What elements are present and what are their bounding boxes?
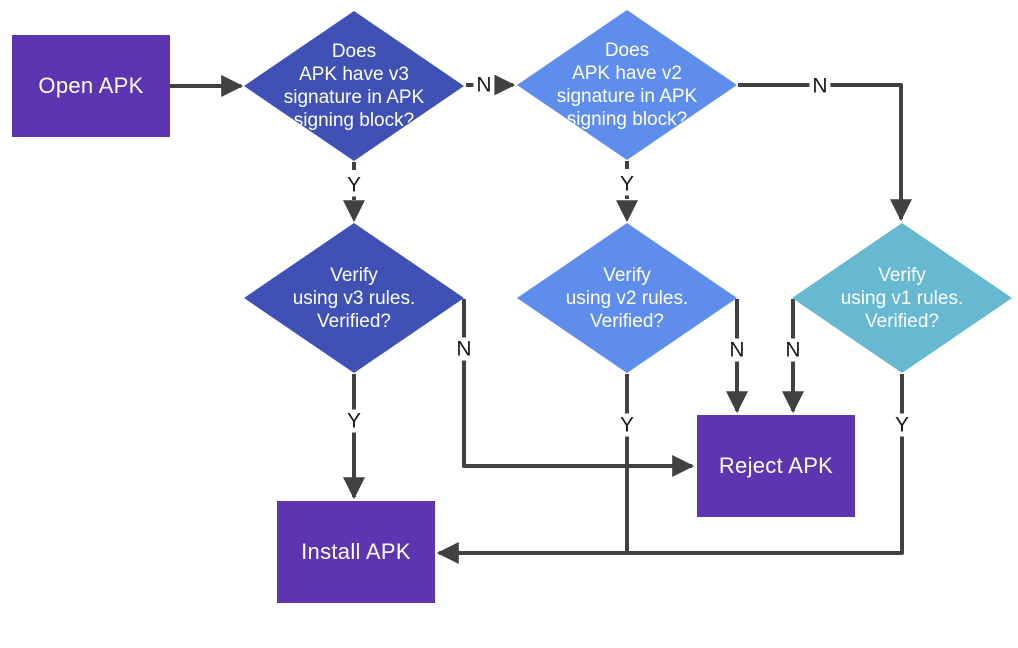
node-reject-apk-label: Reject APK [718,453,834,478]
node-open-apk: Open APK [12,35,170,137]
edge-label-verifyv1-yes: Y [891,413,913,437]
edge-label-hasv3-yes: Y [343,173,365,197]
node-install-apk-label: Install APK [301,539,411,564]
edge-label-verifyv3-no: N [453,337,475,361]
edge-label-hasv3-no: N [473,73,495,97]
edge-label-verifyv2-no: N [726,338,748,362]
node-verify-v3-label: Verify using v3 rules. Verified? [292,264,416,332]
node-has-v2-signature-label: Does APK have v2 signature in APK signin… [556,40,698,130]
node-reject-apk: Reject APK [697,415,855,517]
edge-label-hasv2-no: N [809,74,831,98]
edge-label-hasv2-yes: Y [616,172,638,196]
edge-label-verifyv2-yes: Y [616,413,638,437]
edge-label-verifyv3-yes: Y [343,409,365,433]
node-open-apk-label: Open APK [38,73,144,98]
edge-hasv2-no-to-verifyv1 [738,83,912,222]
node-verify-v2-label: Verify using v2 rules. Verified? [565,264,689,332]
node-has-v3-signature-label: Does APK have v3 signature in APK signin… [283,41,425,131]
node-install-apk: Install APK [277,501,435,603]
node-verify-v1-label: Verify using v1 rules. Verified? [840,264,964,332]
edge-label-verifyv1-no: N [782,338,804,362]
